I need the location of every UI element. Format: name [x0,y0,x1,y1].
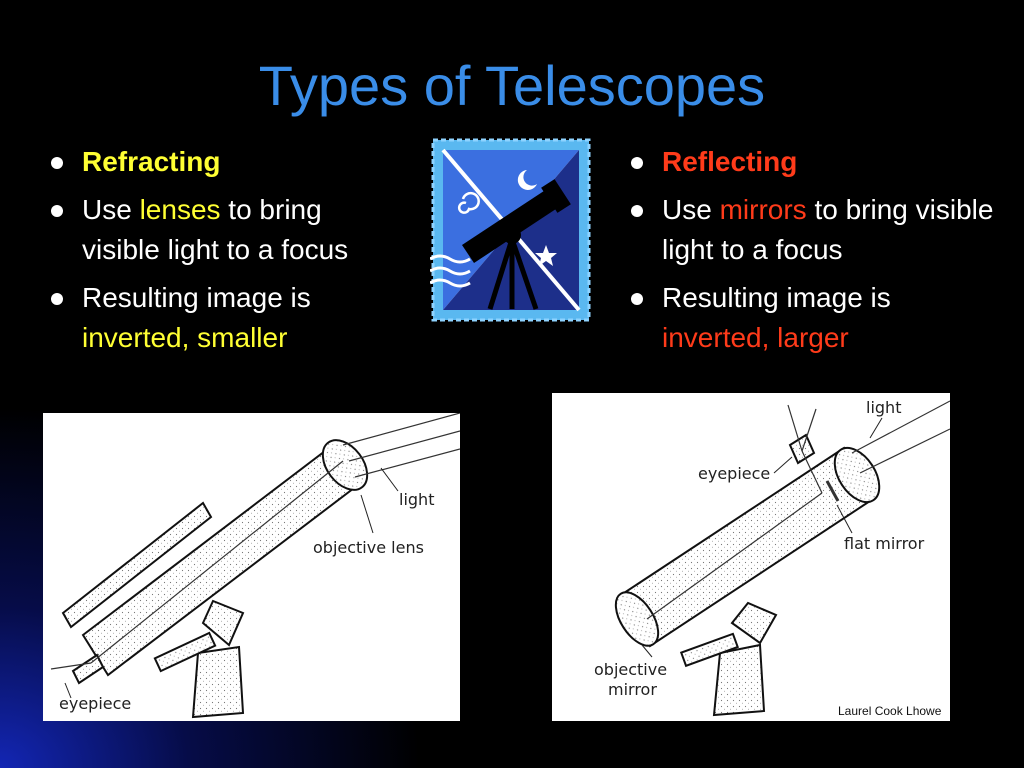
reflecting-bullets: Reflecting Use mirrors to bring visible … [624,142,1004,366]
telescope-stamp-icon [429,137,592,323]
highlight-inverted-smaller: inverted, smaller [82,322,288,353]
reflector-label-mirror: mirror [608,680,657,699]
reflector-label-objective: objective [594,660,667,679]
refracting-bullets: Refracting Use lenses to bring visible l… [44,142,404,366]
reflector-diagram: light eyepiece flat mirror objective mir… [552,393,950,721]
refractor-label-light: light [399,490,434,509]
refracting-heading: Refracting [44,142,404,182]
bullet-text: Resulting image is [662,282,891,313]
refracting-bullet-image: Resulting image is inverted, smaller [44,278,404,358]
reflecting-bullet-image: Resulting image is inverted, larger [624,278,1004,358]
refractor-diagram: light objective lens eyepiece [43,413,460,721]
reflector-label-flat-mirror: flat mirror [844,534,925,553]
reflecting-heading-text: Reflecting [662,146,798,177]
refracting-heading-text: Refracting [82,146,221,177]
bullet-text: Use [82,194,140,225]
highlight-mirrors: mirrors [719,194,807,225]
reflecting-heading: Reflecting [624,142,1004,182]
refractor-label-objective-lens: objective lens [313,538,424,557]
bullet-text: Use [662,194,720,225]
slide-title: Types of Telescopes [258,54,766,117]
illustration-credit: Laurel Cook Lhowe [838,704,942,718]
bullet-text: to bring visible light to a focus [82,194,349,265]
bullet-text: Resulting image is [82,282,311,313]
highlight-lenses: lenses [139,194,221,225]
reflector-label-eyepiece: eyepiece [698,464,770,483]
reflector-label-light: light [866,398,901,417]
reflecting-bullet-mirrors: Use mirrors to bring visible light to a … [624,190,1004,270]
highlight-inverted-larger: inverted, larger [662,322,849,353]
bullet-text: to bring visible light to a focus [662,194,994,265]
refractor-label-eyepiece: eyepiece [59,694,131,713]
refracting-bullet-lenses: Use lenses to bring visible light to a f… [44,190,404,270]
